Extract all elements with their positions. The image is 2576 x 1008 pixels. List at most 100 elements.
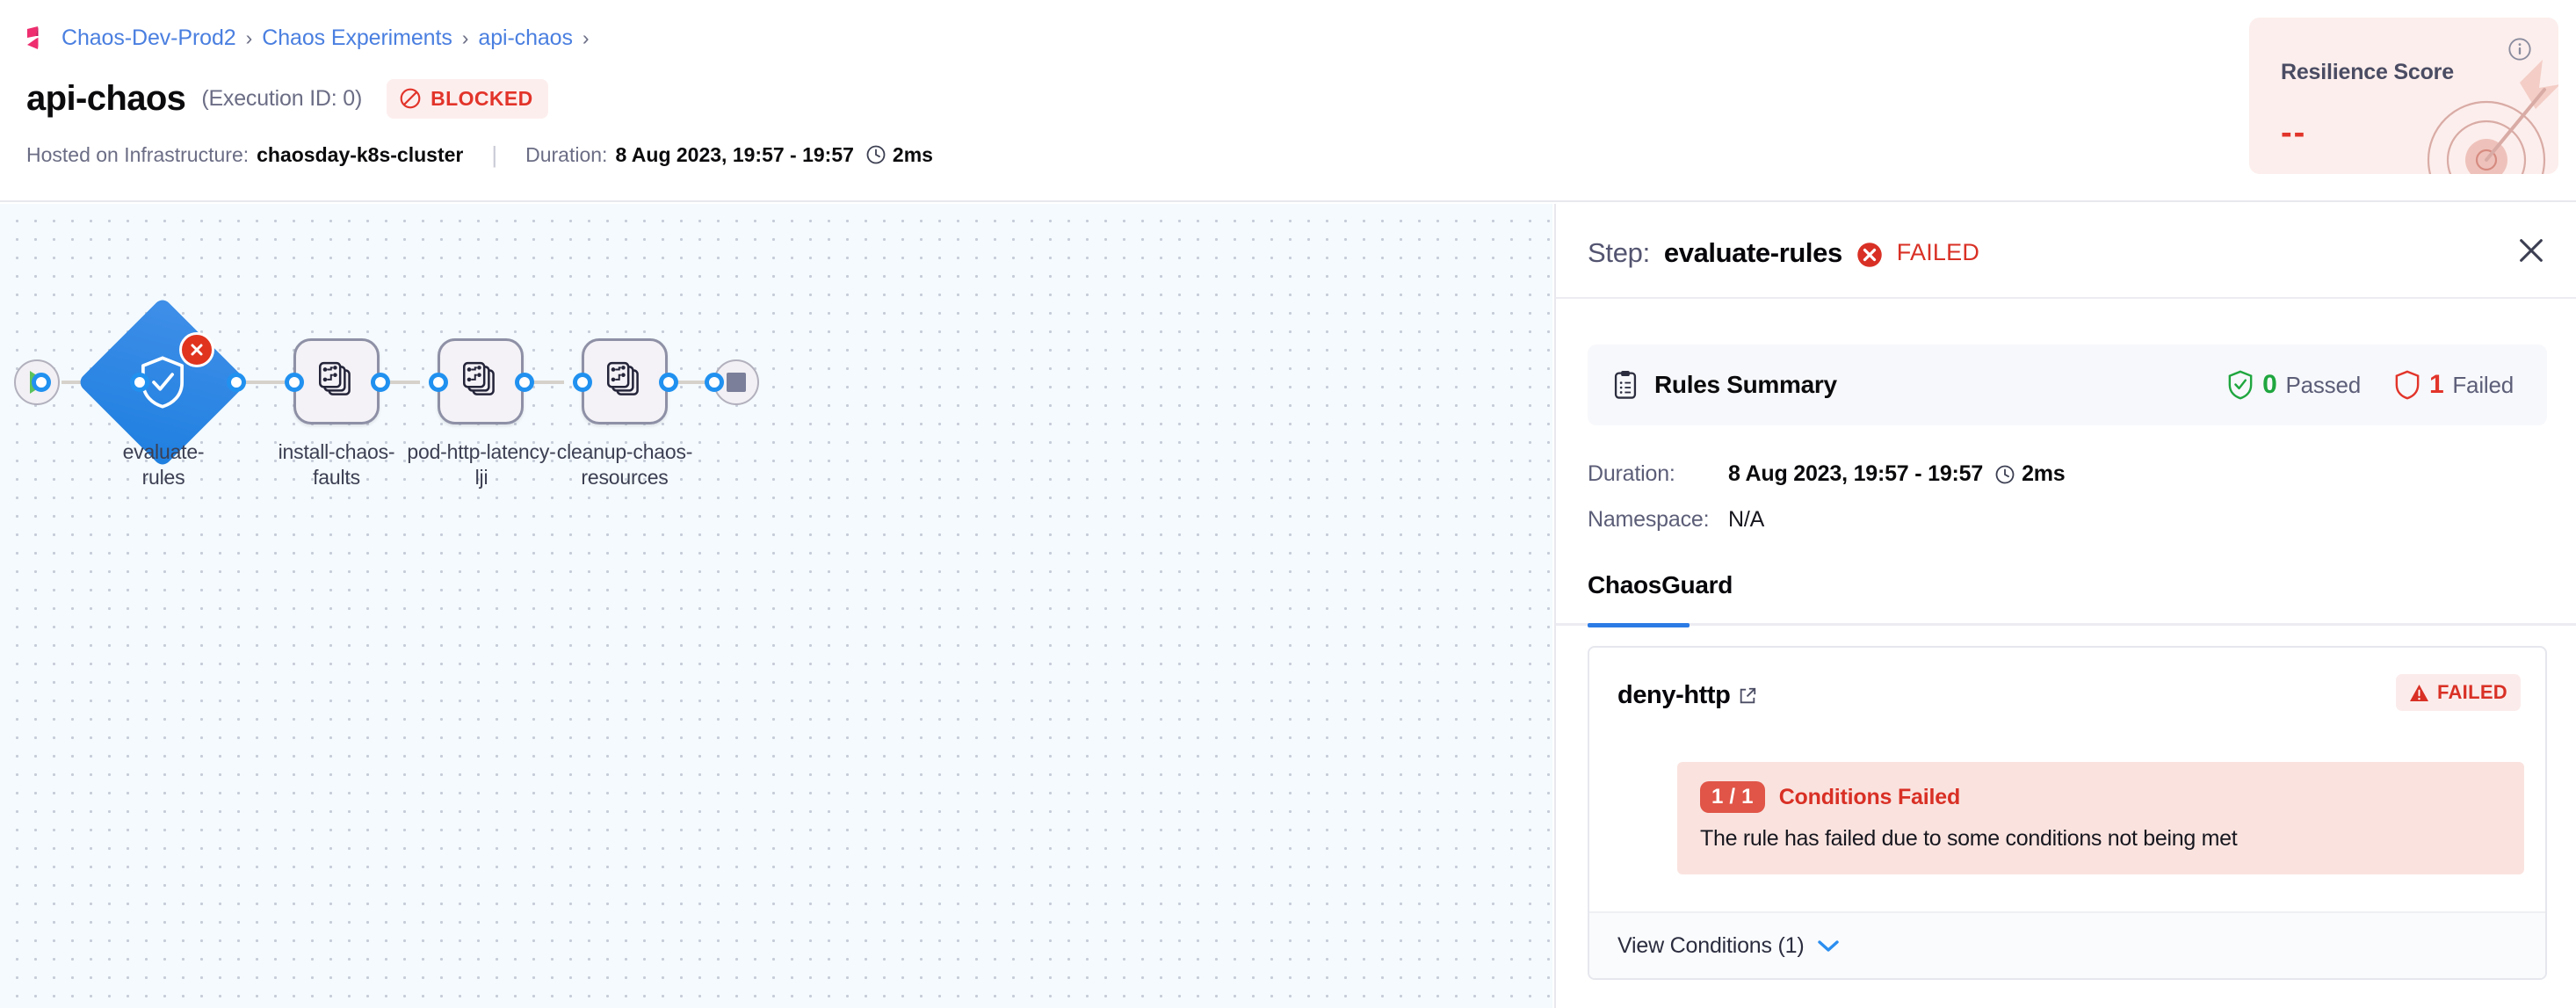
panel-tabs: ChaosGuard: [1556, 571, 2576, 627]
edge-evaluate-rules-to-install: [211, 381, 285, 384]
step-status-label: FAILED: [1896, 239, 1980, 265]
rules-summary-left: Rules Summary: [1612, 370, 1837, 400]
shield-check-green-icon: [2228, 370, 2253, 400]
clipboard-icon: [1614, 370, 1637, 399]
node-label-line2: faults: [313, 466, 360, 489]
title-row: api-chaos (Execution ID: 0) BLOCKED: [26, 76, 2576, 121]
rules-failed-label: Failed: [2452, 371, 2514, 398]
rules-failed-stat: 1 Failed: [2394, 370, 2514, 400]
step-name: evaluate-rules: [1663, 237, 1842, 268]
conditions-ratio-badge: 1 / 1: [1700, 781, 1765, 813]
breadcrumb-separator-0: ›: [245, 25, 253, 49]
rule-status-badge: FAILED: [2395, 674, 2521, 711]
view-conditions-label: View Conditions (1): [1617, 932, 1805, 958]
port-evaluate-rules-out[interactable]: [227, 373, 246, 392]
info-icon[interactable]: [2507, 37, 2532, 62]
node-install-chaos-faults[interactable]: [293, 338, 380, 424]
namespace-row: Namespace: N/A: [1588, 507, 1764, 533]
stop-icon: [727, 373, 746, 392]
view-conditions-toggle[interactable]: View Conditions (1): [1589, 911, 2545, 978]
chaos-faults-icon: [319, 361, 351, 395]
blocked-icon: [400, 88, 421, 109]
target-arrow-icon: [2427, 60, 2558, 174]
conditions-failed-alert: 1 / 1 Conditions Failed The rule has fai…: [1677, 762, 2524, 874]
rule-status-label: FAILED: [2436, 681, 2507, 703]
duration-value: 8 Aug 2023, 19:57 - 19:57: [1728, 461, 1984, 486]
resilience-score-card: Resilience Score --: [2249, 18, 2558, 174]
node-pod-http-latency-lji[interactable]: [438, 338, 524, 424]
node-label-line1: pod-http-latency-: [407, 440, 556, 463]
port-cleanup-in[interactable]: [573, 373, 592, 392]
namespace-value: N/A: [1728, 507, 1765, 532]
rules-passed-stat: 0 Passed: [2227, 370, 2361, 400]
port-evaluate-rules-in[interactable]: [130, 373, 149, 392]
harness-logo-icon: [27, 26, 41, 49]
node-cleanup-chaos-resources[interactable]: [582, 338, 668, 424]
conditions-failed-headline: Conditions Failed: [1778, 784, 1961, 809]
node-label-line2: resources: [581, 466, 669, 489]
rule-name: deny-http: [1617, 681, 1731, 709]
rules-passed-count: 0: [2262, 370, 2277, 399]
resilience-score-title: Resilience Score: [2281, 60, 2454, 84]
node-label-line1: evaluate-rules: [122, 440, 205, 489]
page-title: api-chaos: [26, 78, 186, 118]
duration-label: Duration:: [525, 142, 608, 166]
node-label-line1: install-chaos-: [278, 440, 395, 463]
rules-summary-title: Rules Summary: [1654, 371, 1837, 398]
port-install-in[interactable]: [285, 373, 304, 392]
pipeline-graph: install-chaos- faults pod-ht: [0, 204, 1552, 1008]
rules-summary-stats: 0 Passed 1 Failed: [2227, 370, 2514, 400]
page-header: Chaos-Dev-Prod2 › Chaos Experiments › ap…: [0, 0, 2576, 202]
rules-passed-label: Passed: [2285, 371, 2361, 398]
breadcrumb-item-0[interactable]: Chaos-Dev-Prod2: [62, 25, 236, 50]
tab-chaosguard[interactable]: ChaosGuard: [1588, 571, 1733, 598]
step-prefix-label: Step:: [1588, 237, 1650, 268]
node-label-cleanup-chaos-resources: cleanup-chaos- resources: [552, 439, 698, 491]
port-end-in[interactable]: [705, 373, 724, 392]
pipeline-canvas[interactable]: install-chaos- faults pod-ht: [0, 204, 1552, 1008]
breadcrumb-item-2[interactable]: api-chaos: [478, 25, 573, 50]
breadcrumb-separator-2: ›: [582, 25, 590, 49]
node-label-pod-http-latency-lji: pod-http-latency- lji: [406, 439, 557, 491]
step-details-header: Step: evaluate-rules FAILED: [1556, 204, 2576, 299]
port-cleanup-out[interactable]: [659, 373, 678, 392]
node-label-evaluate-rules: evaluate-rules: [107, 439, 220, 491]
rules-failed-count: 1: [2428, 370, 2444, 399]
rule-card-deny-http: deny-http FAILED 1 / 1: [1588, 646, 2547, 980]
execution-id: (Execution ID: 0): [201, 85, 363, 111]
duration-key: Duration:: [1588, 461, 1675, 486]
port-latency-out[interactable]: [515, 373, 534, 392]
duration-row: Duration: 8 Aug 2023, 19:57 - 19:57 2ms: [1588, 461, 2066, 487]
error-x-icon: [1857, 243, 1882, 267]
port-latency-in[interactable]: [429, 373, 448, 392]
external-link-icon[interactable]: [1738, 686, 1757, 706]
resilience-score-value: --: [2281, 114, 2307, 151]
breadcrumb-separator-1: ›: [461, 25, 469, 49]
port-install-out[interactable]: [371, 373, 390, 392]
error-x-icon: [191, 344, 203, 356]
header-meta: Hosted on Infrastructure: chaosday-k8s-c…: [26, 141, 2576, 169]
close-icon[interactable]: [2516, 236, 2546, 265]
infra-value: chaosday-k8s-cluster: [257, 142, 464, 166]
breadcrumb: Chaos-Dev-Prod2 › Chaos Experiments › ap…: [26, 23, 2576, 53]
status-badge: BLOCKED: [387, 78, 548, 119]
node-label-line1: cleanup-chaos-: [556, 440, 693, 463]
breadcrumb-item-1[interactable]: Chaos Experiments: [262, 25, 452, 50]
node-label-install-chaos-faults: install-chaos- faults: [271, 439, 402, 491]
chaos-faults-icon: [607, 361, 639, 395]
infra-label: Hosted on Infrastructure:: [26, 142, 250, 166]
chevron-down-icon: [1817, 940, 1839, 952]
node-label-line2: lji: [474, 466, 488, 489]
warning-triangle-icon: [2409, 684, 2428, 701]
chaos-faults-icon: [463, 361, 495, 395]
rules-summary-card: Rules Summary 0 Passed 1 Failed: [1588, 344, 2547, 425]
tab-active-indicator: [1588, 623, 1690, 627]
namespace-key: Namespace:: [1588, 507, 1710, 532]
port-start-out[interactable]: [32, 373, 51, 392]
conditions-failed-message: The rule has failed due to some conditio…: [1700, 826, 2238, 851]
duration-elapsed: 2ms: [2022, 461, 2066, 486]
node-error-badge[interactable]: [179, 332, 214, 367]
duration-value: 8 Aug 2023, 19:57 - 19:57: [615, 142, 854, 166]
clock-icon: [866, 145, 886, 164]
